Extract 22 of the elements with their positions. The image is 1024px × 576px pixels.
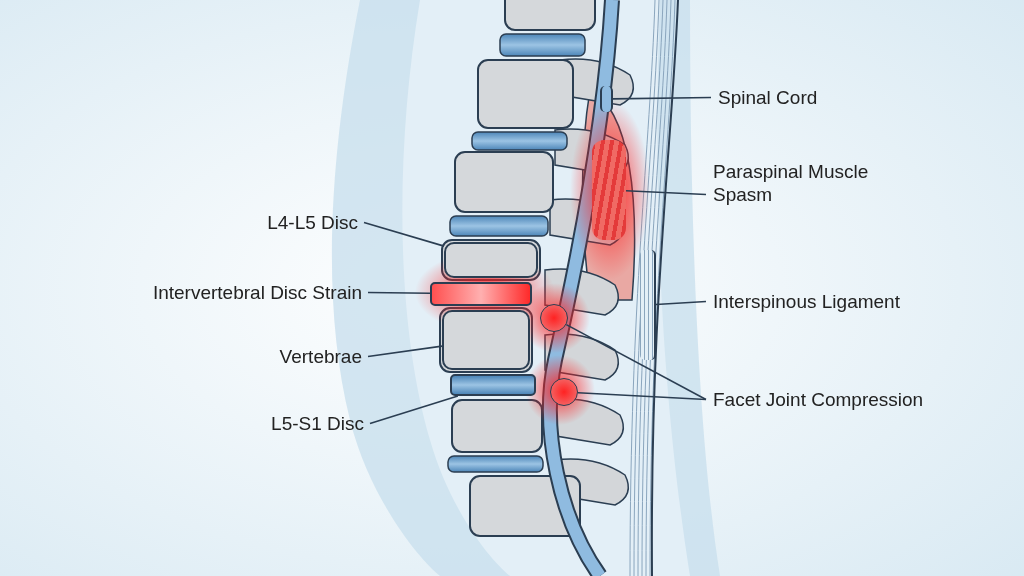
part-label: Spinal Cord (718, 86, 818, 109)
spinal-cord (600, 86, 613, 112)
leader-line (655, 300, 707, 306)
part-label: Intervertebral Disc Strain (152, 281, 362, 304)
vertebral-body (444, 242, 538, 278)
part-label: Vertebrae (279, 345, 362, 368)
leader-line (625, 190, 707, 196)
part-label: Paraspinal Muscle Spasm (713, 160, 883, 206)
leader-line (565, 323, 707, 401)
part-label: L5-S1 Disc (271, 412, 364, 435)
leader-line (612, 96, 712, 100)
leader-line (367, 345, 443, 358)
ligament (640, 250, 656, 360)
leader-line (363, 221, 445, 247)
part-label: L4-L5 Disc (267, 211, 358, 234)
leader-line (577, 391, 707, 401)
vertebral-body (442, 310, 530, 370)
part-label: Facet Joint Compression (713, 388, 924, 411)
leader-line (369, 395, 459, 425)
muscle (592, 140, 626, 240)
leader-line (367, 291, 431, 295)
part-label: Interspinous Ligament (713, 290, 900, 313)
